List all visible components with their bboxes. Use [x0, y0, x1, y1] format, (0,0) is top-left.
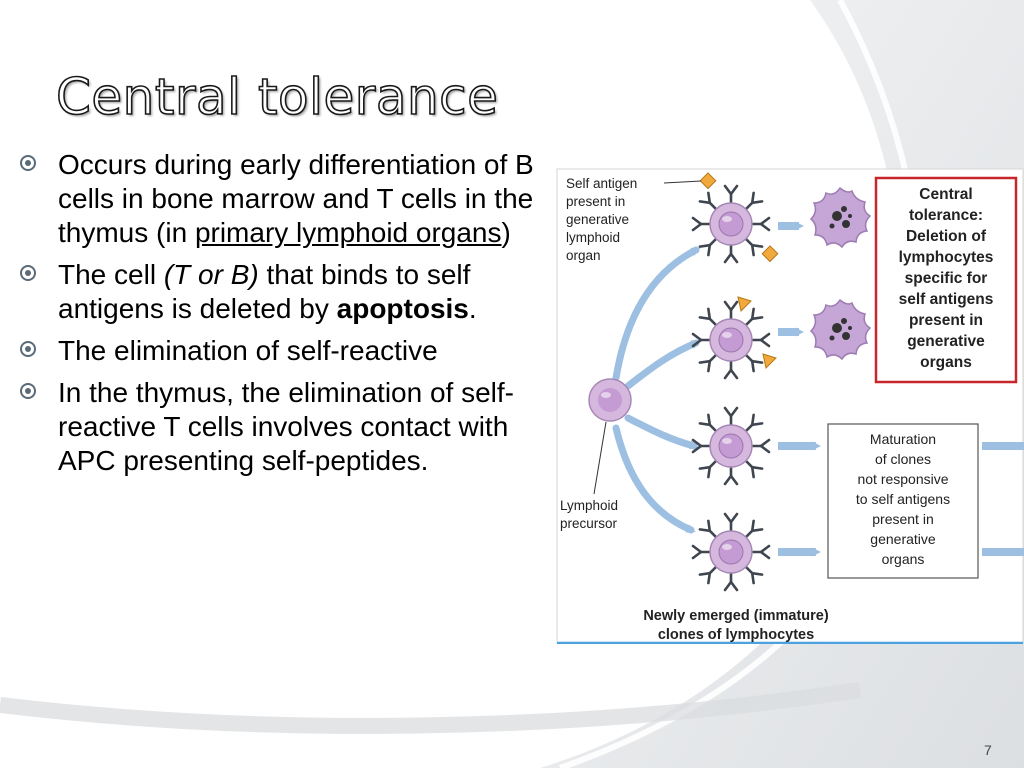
maturation-box: [827, 423, 979, 579]
svg-text:self antigens: self antigens: [899, 291, 994, 308]
svg-text:Newly emerged (immature): Newly emerged (immature): [643, 608, 829, 624]
svg-text:present in: present in: [872, 511, 933, 527]
central-tolerance-text: Central tolerance: Deletion of lymphocyt…: [899, 186, 994, 371]
lymphoid-precursor-cell: [588, 378, 632, 495]
svg-text:Central: Central: [919, 186, 972, 203]
svg-text:present in: present in: [566, 194, 625, 209]
svg-text:of clones: of clones: [875, 451, 931, 467]
circle-bullet-icon: [20, 155, 36, 171]
bullet-item: The cell (T or B) that binds to self ant…: [20, 258, 540, 326]
svg-text:not responsive: not responsive: [857, 471, 948, 487]
svg-text:generative: generative: [907, 333, 985, 350]
svg-text:clones of lymphocytes: clones of lymphocytes: [658, 627, 814, 643]
lymphoid-precursor-label: Lymphoid precursor: [560, 498, 618, 531]
maturation-text: Maturation of clones not responsive to s…: [856, 431, 950, 567]
svg-text:lymphoid: lymphoid: [566, 230, 620, 245]
svg-text:Lymphoid: Lymphoid: [560, 498, 618, 513]
svg-text:organs: organs: [882, 551, 925, 567]
svg-text:precursor: precursor: [560, 516, 618, 531]
bullet-list: Occurs during early differentiation of B…: [20, 148, 540, 486]
outcome-arrows: [778, 221, 1024, 557]
svg-text:specific for: specific for: [905, 270, 988, 287]
central-tolerance-figure: Central tolerance: Deletion of lymphocyt…: [556, 168, 1024, 644]
svg-text:tolerance:: tolerance:: [909, 207, 983, 224]
precursor-arrows: [612, 246, 701, 534]
svg-text:organs: organs: [920, 354, 972, 371]
page-number: 7: [984, 742, 992, 758]
figure-caption: Newly emerged (immature) clones of lymph…: [643, 608, 829, 643]
bullet-item: In the thymus, the elimination of self-r…: [20, 376, 540, 478]
svg-text:generative: generative: [870, 531, 936, 547]
circle-bullet-icon: [20, 341, 36, 357]
svg-text:Deletion of: Deletion of: [906, 228, 987, 245]
self-antigen-icon: [699, 172, 779, 370]
primary-lymphoid-organs-link[interactable]: primary lymphoid organs: [194, 217, 502, 248]
bullet-item: The elimination of self-reactive: [20, 334, 540, 368]
svg-text:generative: generative: [566, 212, 629, 227]
svg-text:Maturation: Maturation: [870, 431, 936, 447]
central-tolerance-box: [874, 176, 1018, 384]
svg-text:lymphocytes: lymphocytes: [899, 249, 994, 266]
self-antigen-label: Self antigen present in generative lymph…: [566, 176, 637, 263]
svg-text:organ: organ: [566, 248, 601, 263]
svg-text:to self antigens: to self antigens: [856, 491, 950, 507]
circle-bullet-icon: [20, 383, 36, 399]
svg-text:present in: present in: [909, 312, 983, 329]
slide-title: Central tolerance: [55, 67, 499, 127]
circle-bullet-icon: [20, 265, 36, 281]
svg-text:Self antigen: Self antigen: [566, 176, 637, 191]
bullet-item: Occurs during early differentiation of B…: [20, 148, 540, 250]
